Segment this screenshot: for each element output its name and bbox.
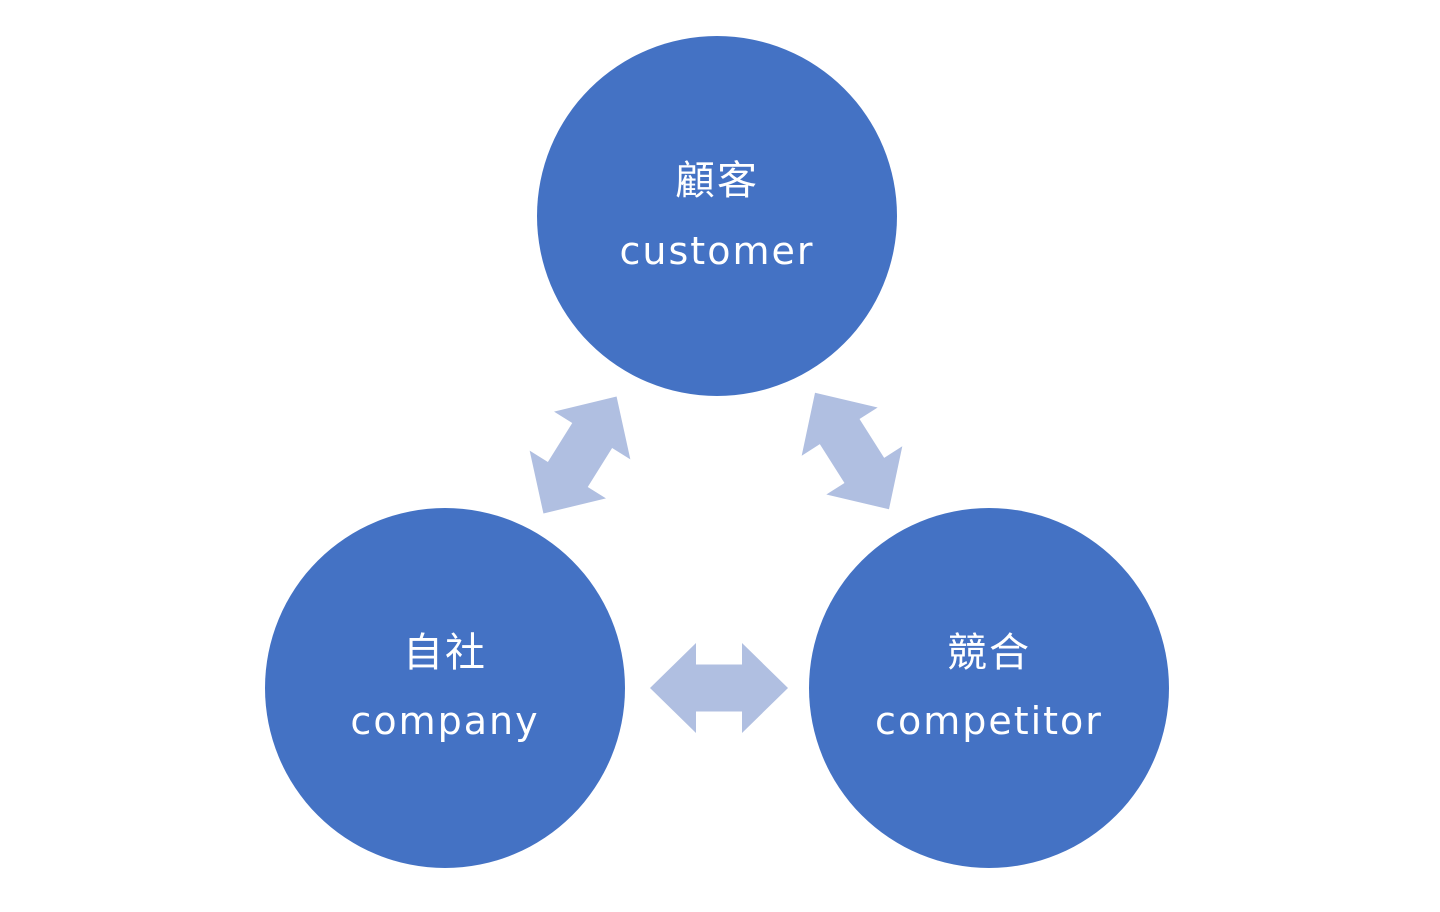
node-company-label-en: company: [350, 699, 539, 743]
node-company-circle: [265, 508, 625, 868]
node-competitor-label-en: competitor: [875, 699, 1103, 743]
arrow-customer-competitor: [777, 368, 927, 534]
node-customer-label-en: customer: [620, 229, 815, 273]
node-customer: 顧客 customer: [537, 36, 897, 396]
node-customer-circle: [537, 36, 897, 396]
node-customer-label-jp: 顧客: [675, 158, 759, 204]
arrow-company-competitor: [650, 643, 788, 733]
arrow-company-customer: [505, 372, 655, 538]
node-competitor: 競合 competitor: [809, 508, 1169, 868]
node-company-label-jp: 自社: [403, 630, 487, 676]
node-competitor-label-jp: 競合: [947, 630, 1031, 676]
node-competitor-circle: [809, 508, 1169, 868]
node-company: 自社 company: [265, 508, 625, 868]
